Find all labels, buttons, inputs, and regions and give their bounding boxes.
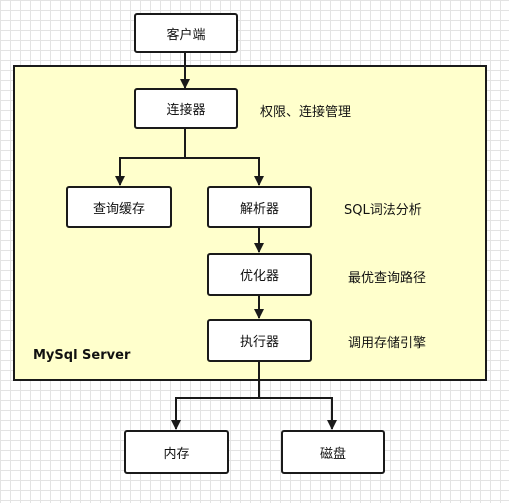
- node-connector: 连接器: [134, 88, 238, 129]
- node-client: 客户端: [134, 13, 238, 53]
- node-query-cache: 查询缓存: [66, 186, 172, 228]
- mysql-server-label: MySql Server: [33, 348, 131, 363]
- note-optimizer: 最优查询路径: [348, 271, 427, 286]
- node-optimizer: 优化器: [207, 253, 312, 296]
- edge-executor-to-memory: [171, 362, 260, 430]
- note-executor: 调用存储引擎: [348, 336, 427, 351]
- edge-connector-to-parser: [185, 157, 264, 186]
- node-parser: 解析器: [207, 186, 312, 228]
- node-disk: 磁盘: [281, 430, 385, 474]
- note-parser: SQL词法分析: [344, 203, 422, 218]
- node-memory: 内存: [124, 430, 229, 474]
- edge-executor-to-disk: [259, 397, 337, 430]
- note-connector: 权限、连接管理: [260, 105, 352, 120]
- node-executor: 执行器: [207, 319, 312, 362]
- edge-connector-to-cache: [115, 129, 186, 186]
